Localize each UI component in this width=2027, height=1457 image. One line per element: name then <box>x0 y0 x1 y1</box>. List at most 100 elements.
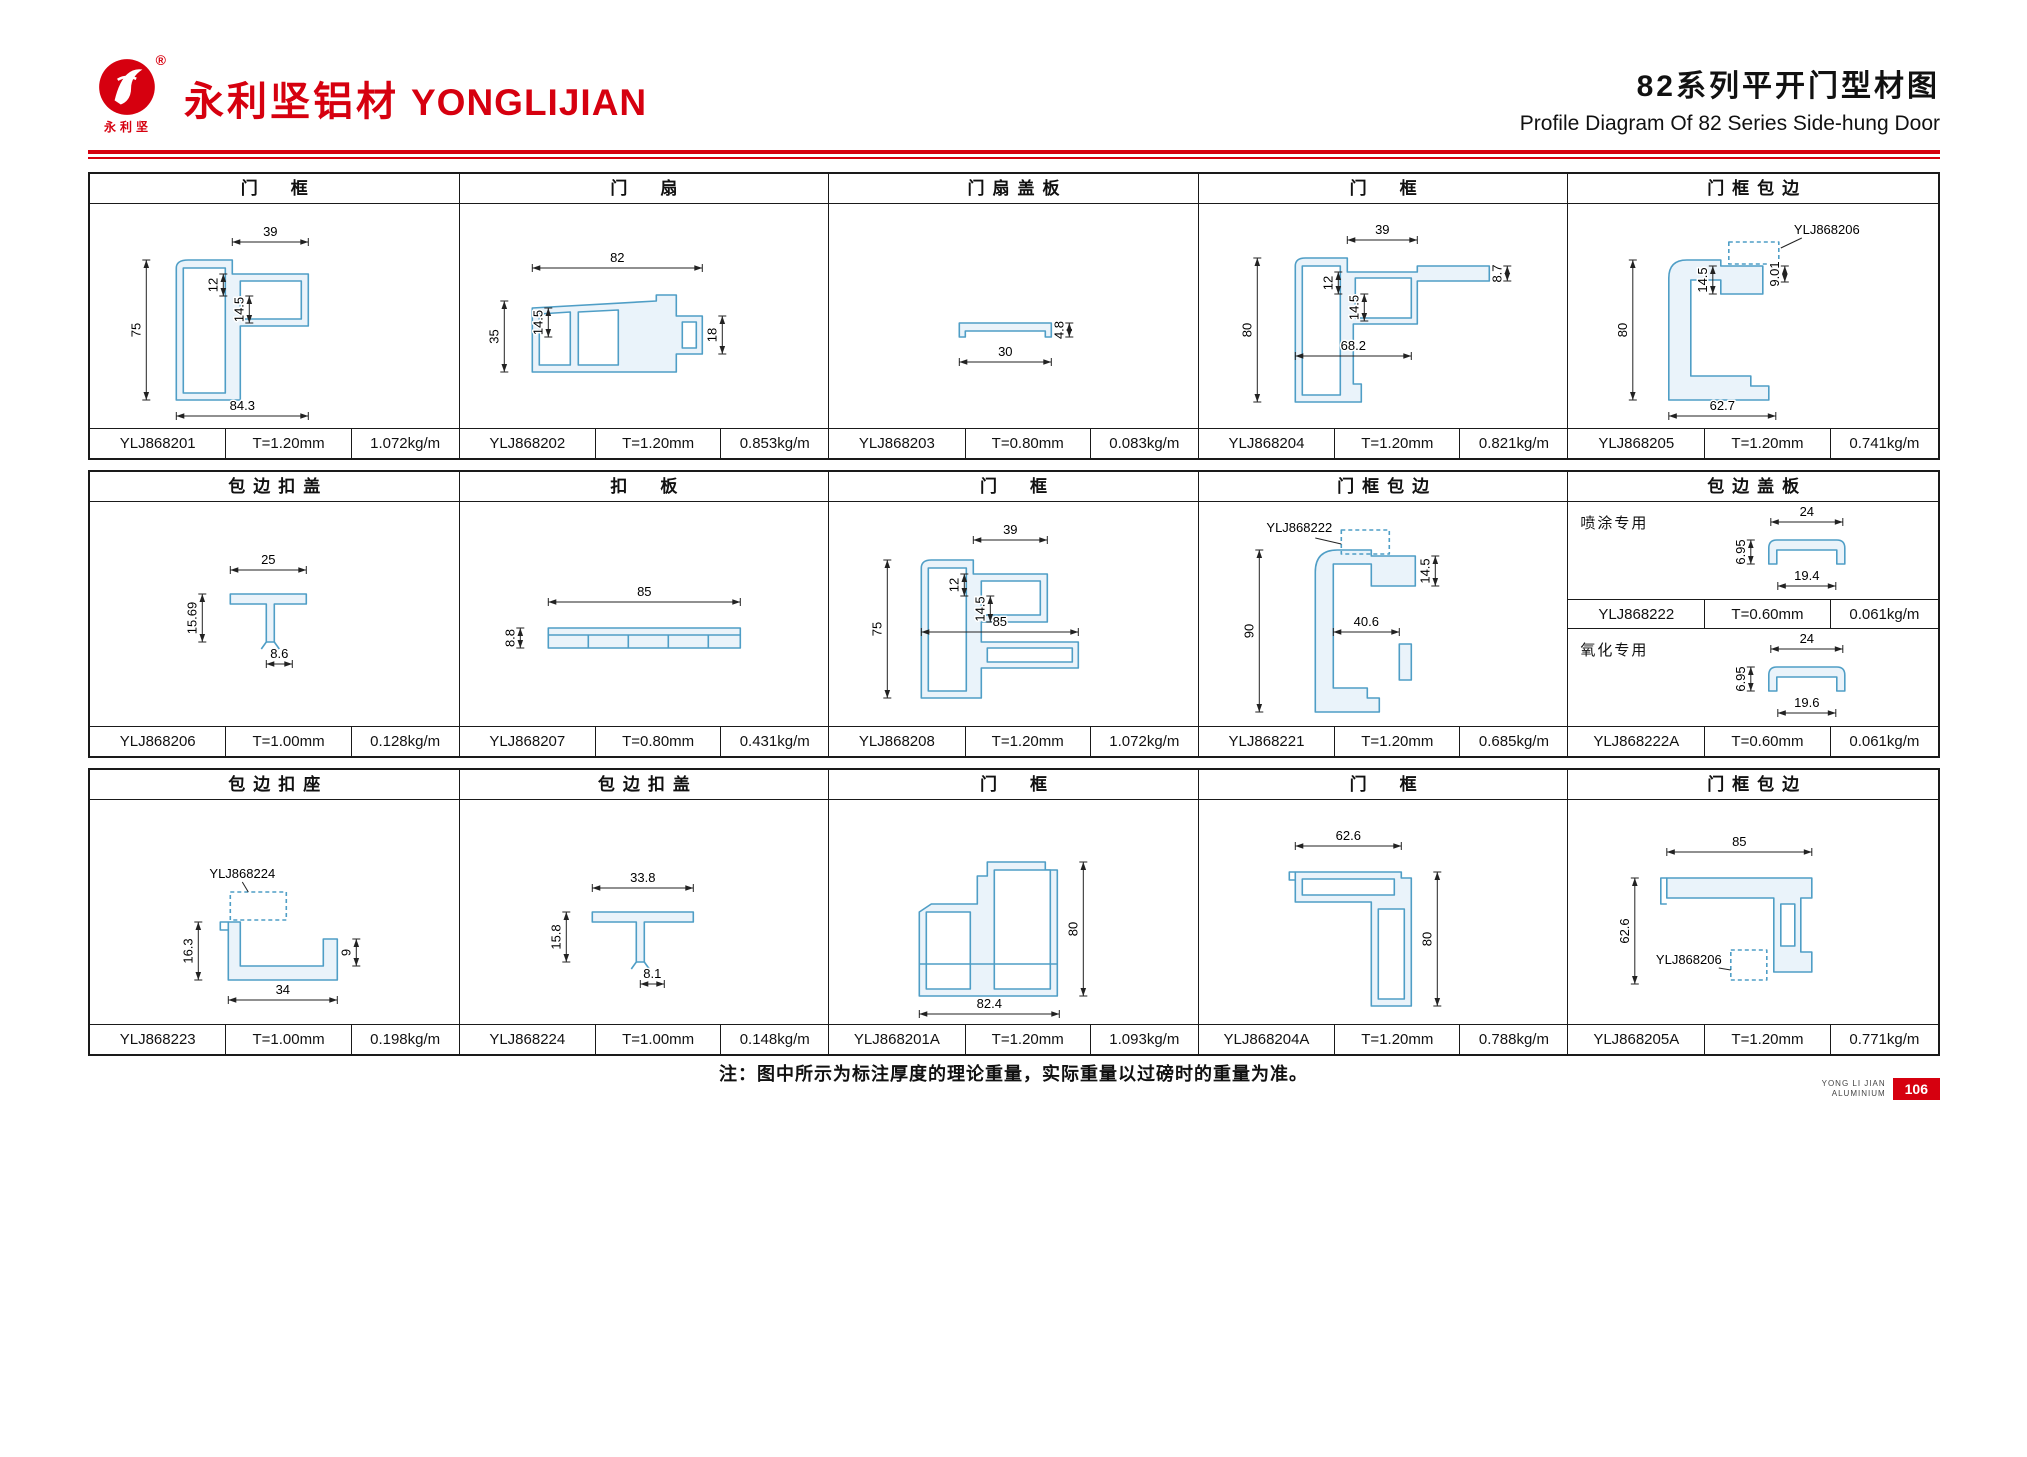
svg-text:33.8: 33.8 <box>630 870 655 885</box>
footnote: 注：图中所示为标注厚度的理论重量，实际重量以过磅时的重量为准。 <box>719 1064 1308 1084</box>
model-code: YLJ868224 <box>460 1025 596 1054</box>
wall-thickness: T=1.20mm <box>1335 429 1461 458</box>
profile-drawing-area: 62.6 80 <box>1198 800 1568 1024</box>
unit-weight: 1.093kg/m <box>1109 1031 1180 1048</box>
page-header: ® 永利坚 永利坚铝材 YONGLIJIAN 82系列平开门型材图 Profil… <box>88 52 1940 142</box>
svg-text:35: 35 <box>486 329 501 343</box>
model-code: YLJ868202 <box>460 429 596 458</box>
svg-text:12: 12 <box>946 578 961 592</box>
profile-name: 门扇盖板 <box>829 174 1198 204</box>
footer-brand-text: YONG LI JIAN ALUMINIUM <box>1822 1079 1886 1099</box>
svg-text:6.95: 6.95 <box>1733 539 1748 564</box>
profile-name: 门 框 <box>829 472 1198 502</box>
svg-text:85: 85 <box>1732 834 1746 849</box>
wall-thickness: T=1.20mm <box>1335 1025 1461 1054</box>
profile-drawing: 33.815.88.1 <box>546 869 694 988</box>
unit-weight: 0.821kg/m <box>1478 435 1549 452</box>
header-divider-thick <box>88 150 1940 154</box>
unit-weight: 0.198kg/m <box>370 1031 441 1048</box>
svg-text:9: 9 <box>338 949 353 956</box>
unit-weight: 1.072kg/m <box>370 435 441 452</box>
brand-block: ® 永利坚 永利坚铝材 YONGLIJIAN <box>88 52 648 142</box>
svg-text:62.6: 62.6 <box>1617 918 1632 943</box>
brand-name-en: YONGLIJIAN <box>411 82 648 123</box>
profile-name: 门 框 <box>90 174 459 204</box>
unit-weight: 0.431kg/m <box>739 733 810 750</box>
svg-text:90: 90 <box>1241 624 1256 638</box>
profile-spec-row: YLJ868201 T=1.20mm 1.072kg/m <box>90 428 459 458</box>
svg-text:80: 80 <box>1419 932 1434 946</box>
profile-spec-row: YLJ868201A T=1.20mm 1.093kg/m <box>829 1024 1198 1054</box>
svg-text:24: 24 <box>1800 631 1814 646</box>
svg-text:8.6: 8.6 <box>270 646 288 661</box>
svg-text:62.6: 62.6 <box>1335 828 1360 843</box>
svg-text:82: 82 <box>610 250 624 265</box>
model-code: YLJ868207 <box>460 727 596 756</box>
variant-spec-row: YLJ868222 T=0.60mm 0.061kg/m <box>1568 599 1938 629</box>
svg-text:39: 39 <box>263 224 277 239</box>
variant-label: 喷涂专用 <box>1580 515 1649 532</box>
wall-thickness: T=0.60mm <box>1705 727 1831 756</box>
page-footer: YONG LI JIAN ALUMINIUM 106 <box>1822 1078 1940 1100</box>
svg-text:85: 85 <box>637 584 651 599</box>
title-block: 82系列平开门型材图 Profile Diagram Of 82 Series … <box>1520 61 1940 136</box>
profile-spec-row: YLJ868205 T=1.20mm 0.741kg/m <box>1568 428 1938 458</box>
unit-weight: 0.148kg/m <box>739 1031 810 1048</box>
header-divider <box>88 150 1940 159</box>
profile-spec-row: YLJ868224 T=1.00mm 0.148kg/m <box>459 1024 829 1054</box>
unit-weight: 0.788kg/m <box>1478 1031 1549 1048</box>
footer-brand-line1: YONG LI JIAN <box>1821 1079 1886 1088</box>
footer-brand-line2: ALUMINIUM <box>1831 1089 1886 1098</box>
profile-name: 包边盖板 <box>1568 472 1938 502</box>
unit-weight: 0.771kg/m <box>1849 1031 1920 1048</box>
profile-spec-row: YLJ868203 T=0.80mm 0.083kg/m <box>829 428 1198 458</box>
model-code: YLJ868205 <box>1568 429 1706 458</box>
profile-name: 门 框 <box>829 770 1198 800</box>
svg-text:9.01: 9.01 <box>1767 261 1782 286</box>
model-code: YLJ868204 <box>1199 429 1336 458</box>
profile-name: 门框包边 <box>1568 770 1938 800</box>
profile-spec-row: YLJ868202 T=1.20mm 0.853kg/m <box>459 428 829 458</box>
unit-weight: 0.741kg/m <box>1849 435 1920 452</box>
svg-text:14.5: 14.5 <box>972 596 987 621</box>
svg-text:80: 80 <box>1065 922 1080 936</box>
wall-thickness: T=1.00mm <box>596 1025 722 1054</box>
brand-name-cn: 永利坚铝材 <box>184 80 399 124</box>
svg-text:YLJ868222: YLJ868222 <box>1266 520 1332 535</box>
unit-weight: 1.072kg/m <box>1109 733 1180 750</box>
svg-text:YLJ868224: YLJ868224 <box>209 866 275 881</box>
svg-text:12: 12 <box>1320 276 1335 290</box>
profile-name: 扣 板 <box>459 472 829 502</box>
profile-name: 包边扣盖 <box>459 770 829 800</box>
wall-thickness: T=1.20mm <box>226 429 352 458</box>
profile-name: 门 扇 <box>459 174 829 204</box>
svg-text:15.69: 15.69 <box>184 602 199 635</box>
unit-weight: 0.853kg/m <box>739 435 810 452</box>
svg-text:19.4: 19.4 <box>1795 568 1820 583</box>
model-code: YLJ868201 <box>90 429 227 458</box>
wall-thickness: T=1.20mm <box>596 429 722 458</box>
model-code: YLJ868222A <box>1568 727 1706 756</box>
